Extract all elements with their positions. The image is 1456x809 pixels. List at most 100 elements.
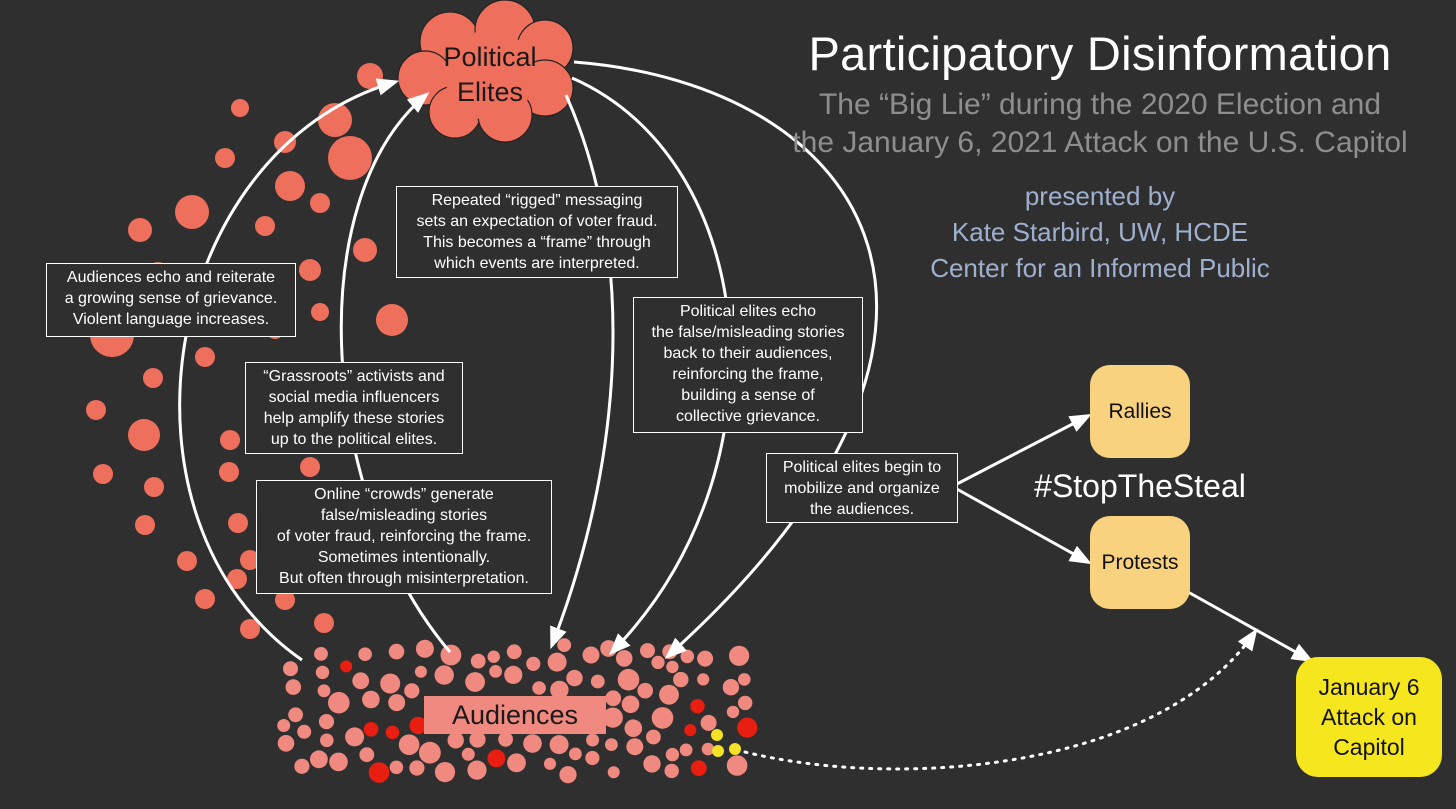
audience-dot bbox=[543, 757, 557, 770]
grievance-dot bbox=[195, 347, 215, 367]
audience-dot bbox=[722, 679, 740, 696]
grievance-dot bbox=[357, 63, 383, 89]
note-line: the false/misleading stories bbox=[651, 324, 845, 341]
subtitle-line: The “Big Lie” during the 2020 Election a… bbox=[818, 88, 1382, 121]
audience-dot bbox=[737, 717, 758, 738]
note-rigged-messaging: Repeated “rigged” messaging sets an expe… bbox=[396, 186, 678, 278]
note-line: Online “crowds” generate bbox=[314, 486, 494, 503]
audience-dot bbox=[690, 760, 707, 777]
audience-dot bbox=[409, 760, 425, 776]
label-line: Political bbox=[443, 42, 537, 72]
audience-dot bbox=[738, 673, 751, 686]
audience-dot bbox=[329, 752, 348, 772]
audience-dot bbox=[294, 758, 310, 774]
grievance-dot bbox=[275, 590, 295, 610]
note-grassroots: “Grassroots” activists and social media … bbox=[245, 362, 463, 454]
grievance-dot bbox=[310, 193, 330, 213]
grievance-dot bbox=[128, 419, 160, 451]
audience-dot bbox=[283, 661, 298, 677]
audience-dot bbox=[549, 735, 569, 755]
note-line: social media influencers bbox=[268, 389, 440, 406]
audience-dot bbox=[320, 733, 334, 748]
grievance-dot bbox=[135, 515, 155, 535]
arrow-mobilize-to-protests bbox=[954, 486, 1092, 565]
audience-dot bbox=[389, 760, 404, 775]
label-line: Elites bbox=[456, 77, 524, 107]
audience-dot bbox=[532, 681, 546, 695]
audience-dot-cluster bbox=[277, 638, 758, 784]
grievance-dot bbox=[128, 218, 152, 242]
audience-dot bbox=[738, 695, 753, 711]
audience-dot bbox=[487, 650, 500, 663]
audience-dot bbox=[409, 716, 427, 735]
note-line: But often through misinterpretation. bbox=[279, 570, 529, 587]
audience-dot bbox=[345, 727, 365, 747]
note-line: Political elites echo bbox=[679, 303, 817, 320]
arrow-audiences-to-elites-outer bbox=[178, 78, 400, 662]
audience-dot bbox=[643, 755, 661, 773]
mobilized-audience-dot bbox=[729, 743, 741, 755]
audience-dot bbox=[470, 653, 486, 669]
grievance-dot bbox=[231, 99, 249, 117]
audience-dot bbox=[469, 731, 486, 748]
audience-dot bbox=[362, 690, 380, 709]
audience-dot bbox=[582, 646, 600, 664]
note-line: false/misleading stories bbox=[320, 507, 488, 524]
grievance-dot bbox=[240, 550, 260, 570]
grievance-dot bbox=[175, 195, 209, 229]
audience-dot bbox=[297, 724, 312, 739]
audience-dot bbox=[523, 734, 542, 753]
attack-line: Capitol bbox=[1333, 734, 1405, 760]
audience-dot bbox=[415, 639, 434, 658]
audience-dot bbox=[690, 699, 705, 714]
audience-dot bbox=[729, 645, 750, 666]
grievance-dot bbox=[228, 513, 248, 533]
note-line: collective grievance. bbox=[675, 408, 821, 425]
audience-dot bbox=[662, 644, 678, 660]
subtitle-line: the January 6, 2021 Attack on the U.S. C… bbox=[792, 126, 1408, 159]
audiences-label: Audiences bbox=[424, 696, 606, 734]
audience-dot bbox=[487, 749, 506, 768]
grievance-dot bbox=[144, 477, 164, 497]
audience-dot bbox=[340, 660, 353, 673]
grievance-dot bbox=[219, 462, 239, 482]
audience-dot bbox=[585, 750, 600, 766]
audience-dot bbox=[352, 672, 370, 690]
note-elites-echo: Political elites echo the false/misleadi… bbox=[633, 297, 863, 433]
arrow-mobilize-to-rallies bbox=[954, 413, 1092, 487]
grievance-dot bbox=[275, 171, 305, 201]
grievance-dot bbox=[220, 430, 240, 450]
audience-dot bbox=[621, 695, 640, 714]
note-line: Political elites begin to bbox=[782, 459, 942, 476]
audience-dot bbox=[673, 671, 689, 688]
stopthesteal-hashtag: #StopTheSteal bbox=[1034, 468, 1246, 504]
note-line: “Grassroots” activists and bbox=[263, 368, 445, 385]
audience-dot bbox=[447, 732, 464, 749]
mobilized-audience-dot bbox=[712, 745, 724, 757]
audience-dot bbox=[726, 755, 748, 776]
audience-dot bbox=[385, 725, 400, 740]
note-line: which events are interpreted. bbox=[434, 255, 640, 272]
audience-dot bbox=[684, 724, 697, 737]
note-line: mobilize and organize bbox=[784, 480, 940, 497]
audience-dot bbox=[651, 707, 674, 729]
grievance-dot bbox=[227, 569, 247, 589]
protests-box: Protests bbox=[1090, 516, 1190, 609]
note-line: Repeated “rigged” messaging bbox=[431, 192, 643, 209]
note-line: help amplify these stories bbox=[263, 410, 445, 427]
audience-dot bbox=[550, 680, 569, 700]
audience-dot bbox=[434, 762, 456, 783]
note-line: a growing sense of grievance. bbox=[64, 290, 278, 307]
note-line: the audiences. bbox=[809, 501, 915, 518]
audience-dot bbox=[701, 742, 715, 756]
audience-dot bbox=[310, 750, 328, 769]
audience-dot bbox=[414, 665, 427, 678]
grievance-dot bbox=[376, 304, 408, 336]
grievance-dot bbox=[314, 613, 334, 633]
audience-dot bbox=[363, 722, 379, 737]
audience-dot bbox=[615, 650, 633, 667]
note-line: sets an expectation of voter fraud. bbox=[416, 213, 658, 230]
audience-dot bbox=[398, 734, 420, 755]
